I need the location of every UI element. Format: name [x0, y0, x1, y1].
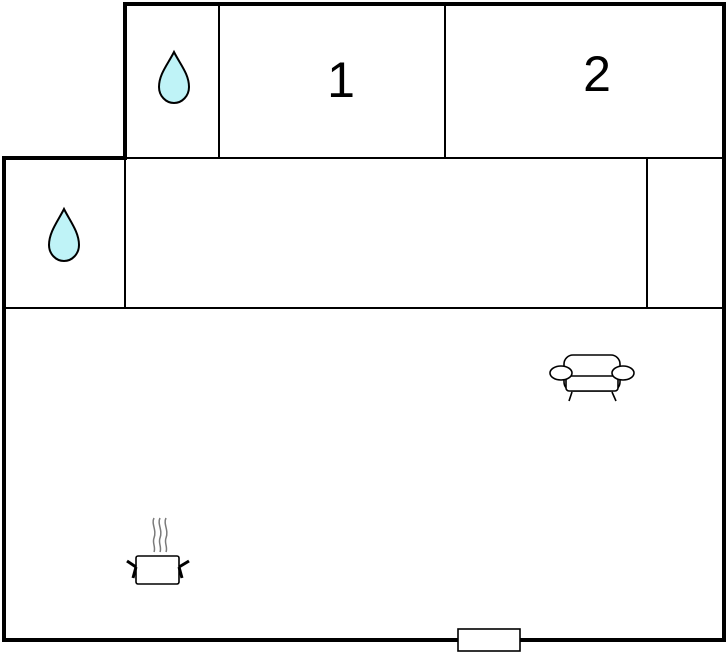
cooking-pot-icon	[126, 517, 190, 585]
interior-walls	[4, 4, 724, 309]
room-closet	[648, 159, 723, 307]
room-hallway	[126, 159, 646, 307]
water-drop-icon	[157, 49, 191, 105]
sofa-icon	[549, 354, 635, 402]
door-icon[interactable]	[457, 628, 521, 652]
room-label-1: 1	[327, 52, 355, 108]
room-label-2: 2	[583, 46, 611, 102]
water-drop-icon	[47, 206, 81, 263]
